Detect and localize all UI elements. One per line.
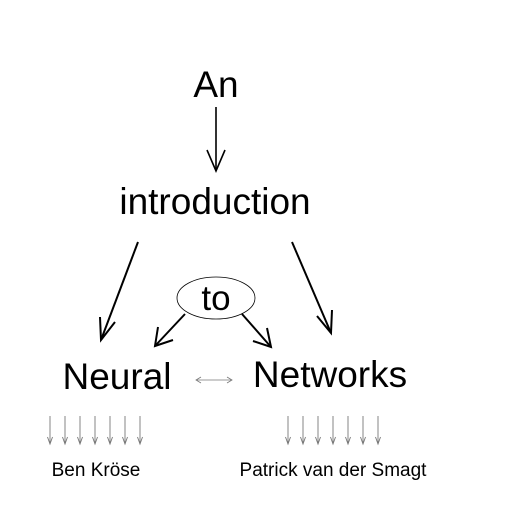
- author-arrows-right: [285, 416, 381, 446]
- arrow-to-to-neural: [153, 313, 186, 348]
- arrow-to-to-networks: [241, 313, 273, 349]
- double-arrow-neural-networks: [195, 376, 233, 384]
- title-word-to: to: [201, 279, 230, 318]
- title-word-introduction: introduction: [119, 181, 310, 222]
- arrow-an-to-introduction: [206, 107, 226, 174]
- author-arrow-left-4: [92, 416, 98, 446]
- author-arrows-left: [47, 416, 143, 446]
- author-second: Patrick van der Smagt: [240, 460, 428, 481]
- author-arrow-right-7: [375, 416, 381, 446]
- title-word-neural: Neural: [63, 356, 172, 397]
- author-arrow-right-1: [285, 416, 291, 446]
- author-arrow-left-1: [47, 416, 53, 446]
- author-first: Ben Kröse: [52, 460, 141, 481]
- author-arrow-left-5: [107, 416, 113, 446]
- author-arrow-left-3: [77, 416, 83, 446]
- arrow-introduction-to-neural: [99, 241, 139, 343]
- author-arrow-right-4: [330, 416, 336, 446]
- author-arrow-right-6: [360, 416, 366, 446]
- title-word-networks: Networks: [253, 354, 407, 395]
- author-arrow-left-2: [62, 416, 68, 446]
- arrow-introduction-to-networks: [291, 241, 333, 336]
- author-arrow-left-7: [137, 416, 143, 446]
- author-arrow-right-3: [315, 416, 321, 446]
- title-word-an: An: [193, 64, 238, 105]
- author-arrow-left-6: [122, 416, 128, 446]
- author-arrow-right-2: [300, 416, 306, 446]
- to-ellipse: [176, 276, 256, 320]
- author-arrow-right-5: [345, 416, 351, 446]
